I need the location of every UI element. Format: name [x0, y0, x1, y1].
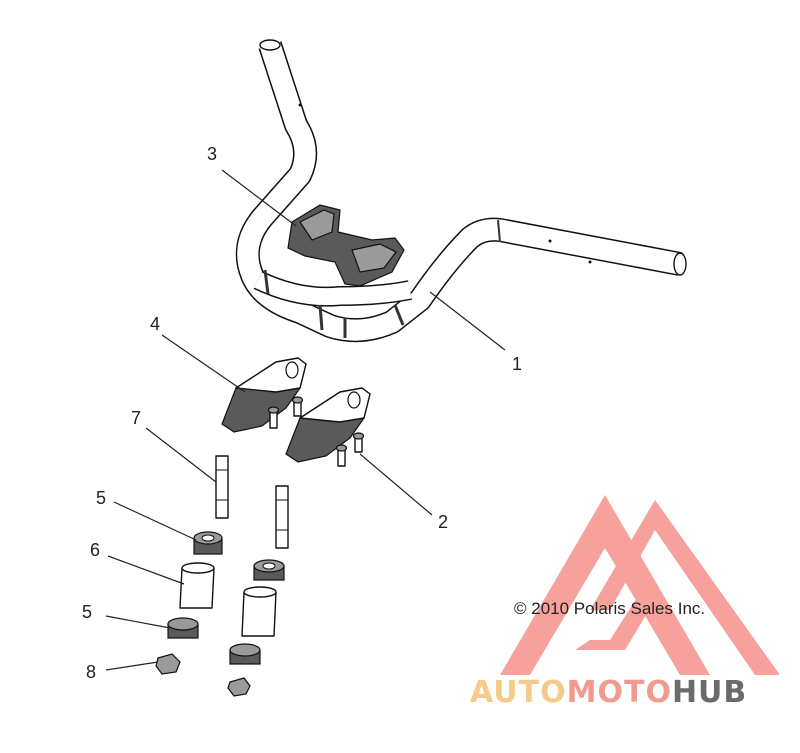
rubber-bushing — [167, 531, 285, 665]
callout-8: 8 — [86, 662, 96, 682]
watermark-auto: AUTO — [470, 675, 567, 710]
callout-7: 7 — [131, 408, 141, 428]
callout-2: 2 — [438, 512, 448, 532]
watermark-logo-icon — [500, 495, 780, 675]
callout-1: 1 — [512, 354, 522, 374]
callout-leaders — [105, 169, 506, 671]
watermark-hub: HUB — [672, 675, 747, 710]
riser-stud — [215, 455, 289, 549]
callout-3: 3 — [207, 144, 217, 164]
riser-left — [221, 357, 307, 433]
copyright-notice: © 2010 Polaris Sales Inc. — [514, 599, 705, 618]
upper-clamp — [287, 204, 405, 287]
callout-5-upper: 5 — [96, 488, 106, 508]
clamp-bolt — [267, 396, 365, 467]
watermark-text: AUTOMOTOHUB — [470, 675, 747, 710]
watermark-moto: MOTO — [567, 675, 672, 710]
riser-right — [285, 387, 371, 463]
lock-nut — [155, 653, 251, 697]
callout-5-lower: 5 — [82, 602, 92, 622]
spacer-sleeve — [179, 562, 277, 637]
handlebar — [235, 39, 687, 343]
callout-6: 6 — [90, 540, 100, 560]
callout-4: 4 — [150, 314, 160, 334]
